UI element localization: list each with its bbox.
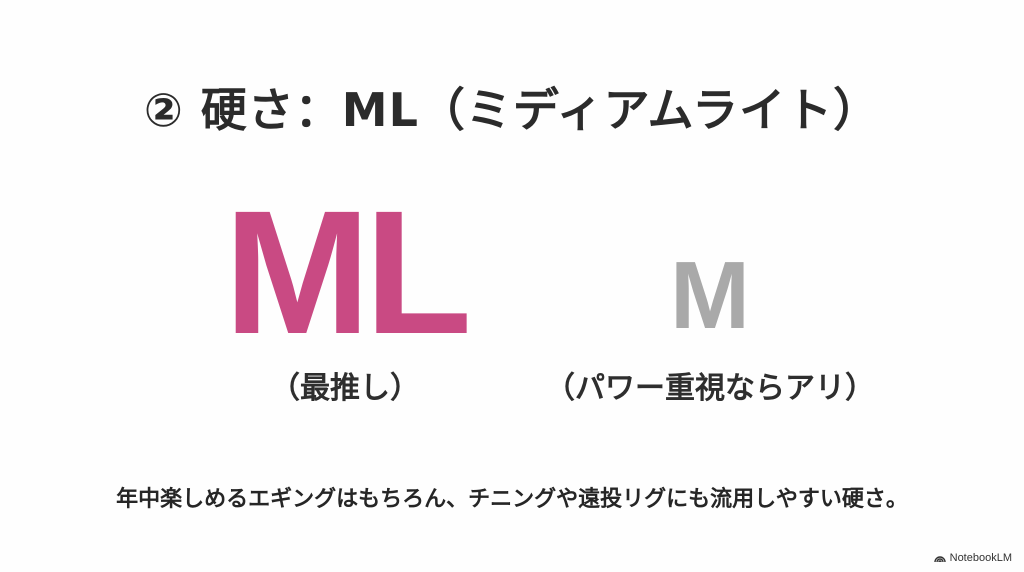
option-m-note: （パワー重視ならアリ） xyxy=(545,371,875,406)
option-ml: ML （最推し） xyxy=(190,185,500,407)
option-m: M （パワー重視ならアリ） xyxy=(540,185,880,407)
option-m-label: M xyxy=(670,242,750,349)
watermark-label: NotebookLM xyxy=(949,552,1012,564)
slide-description: 年中楽しめるエギングはもちろん、チニングや遠投リグにも流用しやすい硬さ。 xyxy=(116,487,908,512)
notebooklm-watermark: NotebookLM xyxy=(933,552,1012,564)
slide-title: ② 硬さ：ML（ミディアムライト） xyxy=(143,83,881,137)
notebooklm-logo-icon xyxy=(933,553,946,563)
option-ml-note: （最推し） xyxy=(270,371,420,406)
option-ml-label: ML xyxy=(223,175,472,371)
